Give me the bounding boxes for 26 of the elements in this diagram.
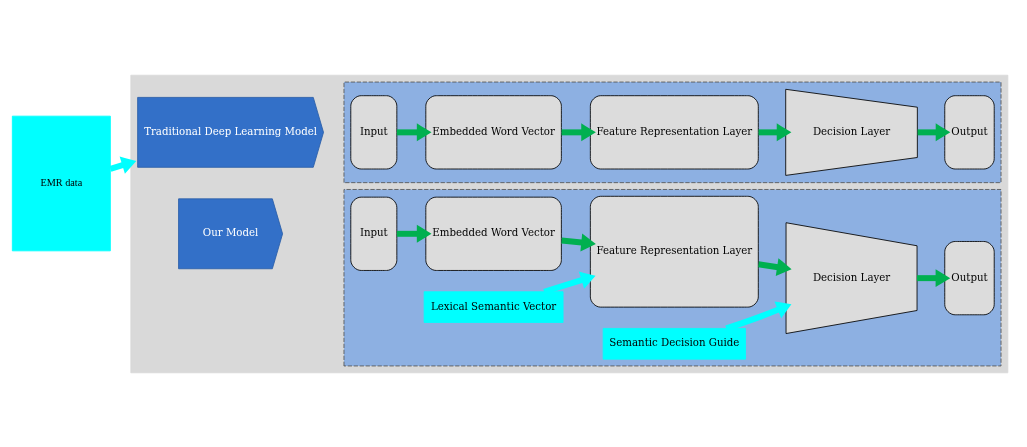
- arrow: [916, 268, 951, 287]
- arrow: [561, 233, 596, 251]
- node-box: Feature Representation Layer: [589, 195, 759, 308]
- arrow: [561, 122, 596, 141]
- node-box: Embedded Word Vector: [425, 94, 562, 169]
- node-box: Output: [944, 94, 995, 169]
- node-box: Decision Layer: [785, 88, 918, 176]
- node-box: Embedded Word Vector: [425, 196, 562, 271]
- arrow: [396, 224, 432, 243]
- arrow: [917, 122, 951, 141]
- arrow: [396, 122, 432, 141]
- node-box: Input: [350, 196, 398, 271]
- node-box: Feature Representation Layer: [589, 94, 759, 169]
- arrow: [543, 271, 596, 295]
- node-box: Output: [944, 240, 995, 315]
- cluster: [130, 74, 1009, 373]
- arrow: [725, 301, 792, 331]
- node-box: Input: [350, 94, 398, 169]
- node-box: Lexical Semantic Vector: [423, 290, 564, 323]
- cluster: [343, 188, 1002, 366]
- node-box: EMR data: [11, 115, 111, 251]
- node-box: Decision Layer: [785, 221, 918, 334]
- cluster: [343, 81, 1002, 183]
- arrow: [758, 257, 792, 276]
- node-box: Semantic Decision Guide: [602, 327, 746, 360]
- arrow: [758, 122, 792, 141]
